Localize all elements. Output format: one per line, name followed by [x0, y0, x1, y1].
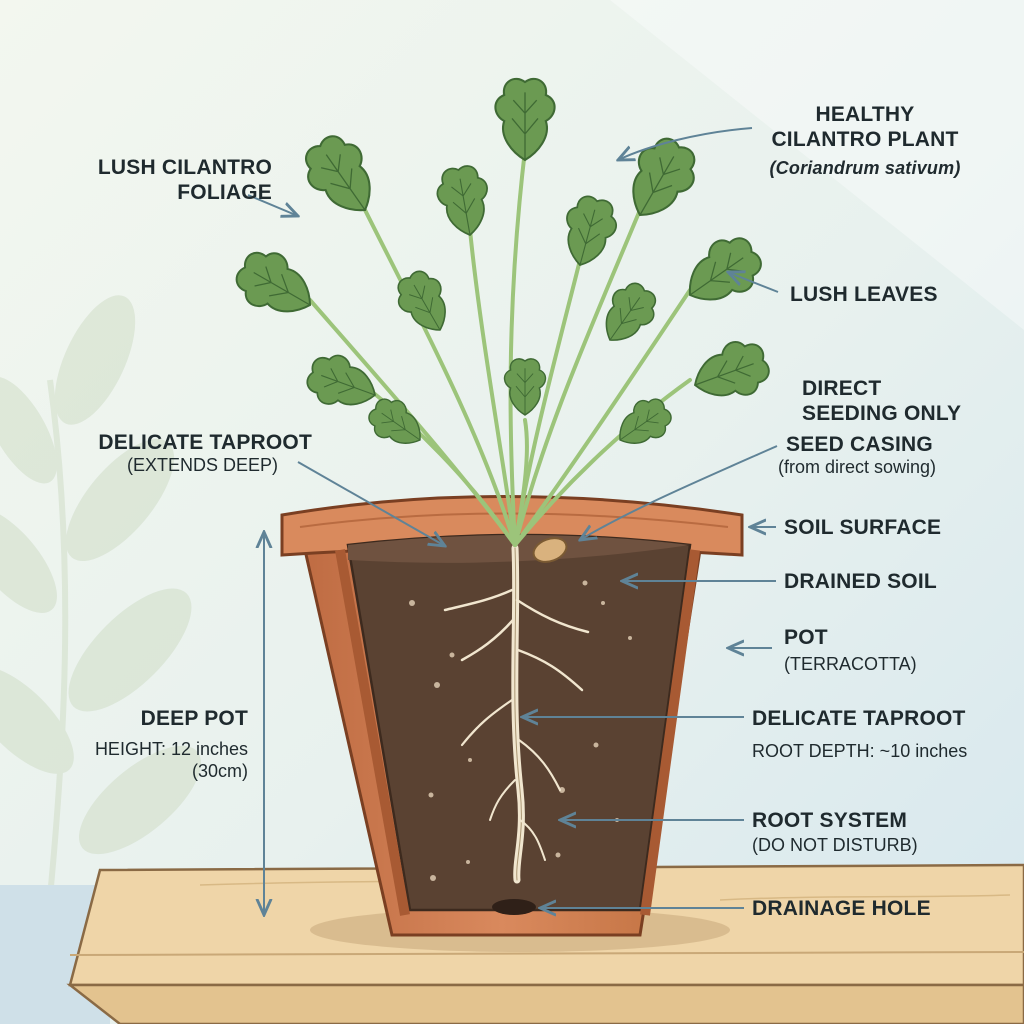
label-subtext: (TERRACOTTA) [784, 654, 917, 675]
label-subtext: (30cm) [191, 760, 248, 781]
label-subtext: (EXTENDS DEEP) [126, 455, 278, 476]
label-line: SEEDING ONLY [802, 402, 962, 426]
label-soil-surface: SOIL SURFACE [784, 516, 942, 539]
label-subtext: HEIGHT: 12 inches [94, 739, 248, 760]
label-subtext: (from direct sowing) [778, 457, 937, 478]
taproot [443, 544, 590, 884]
label-line: POT [784, 626, 828, 649]
label-deep-pot: DEEP POT HEIGHT: 12 inches (30cm) [40, 706, 248, 782]
label-line: ROOT SYSTEM [752, 809, 908, 832]
callout-arrows [247, 127, 779, 908]
label-seed-casing: SEED CASING (from direct sowing) [778, 432, 936, 479]
label-lush-leaves: LUSH LEAVES [790, 283, 938, 306]
label-line: DIRECT [802, 377, 882, 400]
label-delicate-taproot-mid: DELICATE TAPROOT ROOT DEPTH: ~10 inches [752, 706, 967, 763]
label-line: LUSH CILANTRO [97, 156, 272, 179]
label-direct-seeding: DIRECT SEEDING ONLY [802, 376, 961, 426]
label-line: DELICATE TAPROOT [98, 431, 312, 454]
label-pot: POT (TERRACOTTA) [784, 625, 917, 676]
label-subtext: ROOT DEPTH: ~10 inches [752, 741, 968, 762]
label-line: FOLIAGE [177, 181, 272, 205]
drainage-hole [492, 899, 536, 915]
label-drained-soil: DRAINED SOIL [784, 570, 937, 593]
label-line: DELICATE TAPROOT [752, 707, 966, 730]
terracotta-pot [280, 495, 744, 937]
label-line: HEALTHY [815, 103, 915, 126]
label-line: SEED CASING [786, 433, 933, 456]
label-healthy-plant: HEALTHY CILANTRO PLANT (Coriandrum sativ… [740, 102, 990, 180]
seed-casing [532, 537, 568, 563]
label-delicate-taproot-top: DELICATE TAPROOT (EXTENDS DEEP) [60, 430, 312, 477]
label-line: CILANTRO PLANT [771, 128, 959, 152]
label-subtext: (Coriandrum sativum) [769, 158, 961, 179]
label-lush-foliage: LUSH CILANTRO FOLIAGE [60, 155, 272, 205]
label-drainage-hole: DRAINAGE HOLE [752, 897, 931, 920]
label-line: DEEP POT [140, 707, 248, 730]
label-root-system: ROOT SYSTEM (DO NOT DISTURB) [752, 808, 918, 857]
label-subtext: (DO NOT DISTURB) [752, 835, 918, 856]
